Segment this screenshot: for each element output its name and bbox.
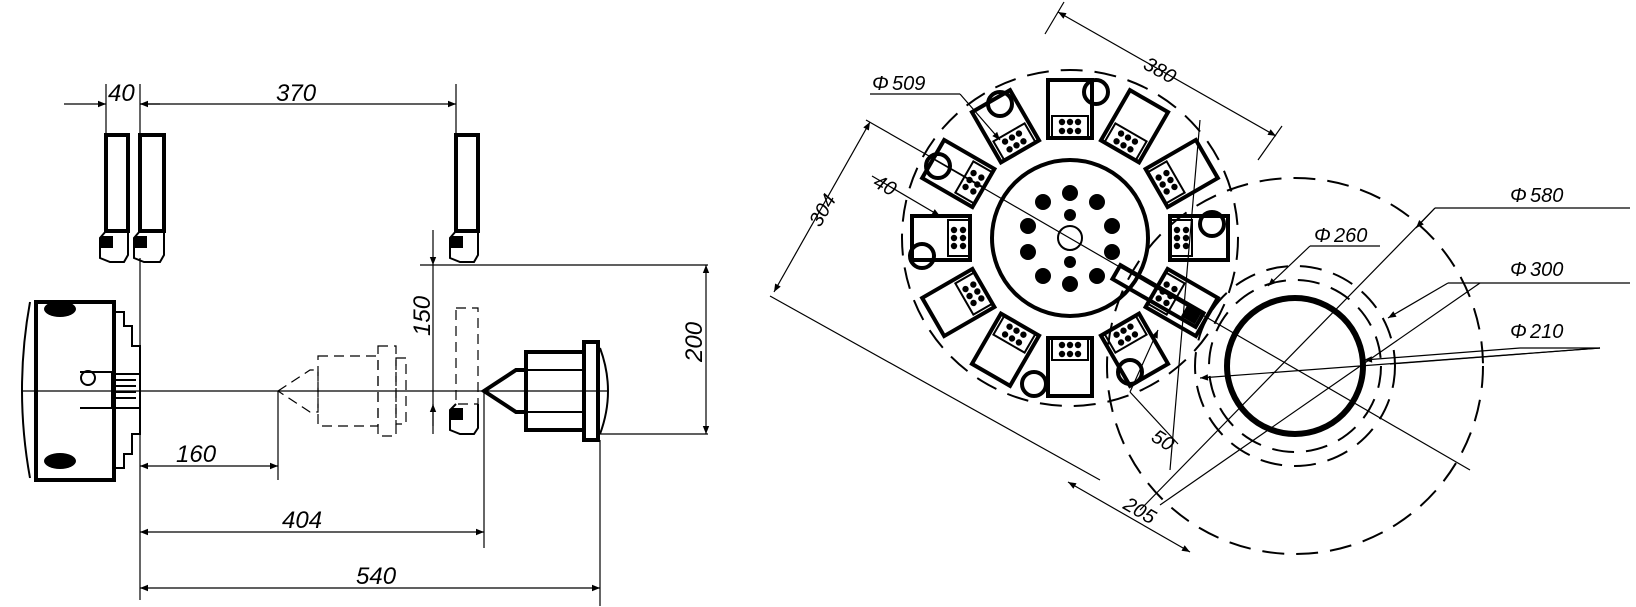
dim-509-symbol: Φ <box>872 73 889 95</box>
dim-40-turret-label: 40 <box>870 171 900 201</box>
dim-404: 404 <box>140 391 485 548</box>
circle-210 <box>1224 295 1366 437</box>
dim-580: Φ 580 <box>1415 185 1630 229</box>
dim-300-symbol: Φ <box>1510 259 1527 281</box>
side-view: 40 370 150 200 160 <box>21 80 710 606</box>
dim-540-label: 540 <box>356 563 397 590</box>
dim-210-label: 210 <box>1529 321 1563 343</box>
dim-40-label: 40 <box>108 80 135 107</box>
dim-300: Φ 300 <box>1387 259 1630 319</box>
circle-260 <box>1208 279 1382 453</box>
dim-210: Φ 210 <box>1363 321 1600 363</box>
turret-view: Φ 509 380 304 40 50 <box>769 1 1630 555</box>
dim-380-label: 380 <box>1140 53 1180 88</box>
tailstock <box>480 340 609 442</box>
tool-holder-3 <box>449 133 480 263</box>
dim-370-label: 370 <box>276 80 317 107</box>
dim-160: 160 <box>139 258 279 600</box>
tool-holder-2 <box>133 133 166 263</box>
ghost-tool-holder <box>449 307 479 435</box>
dim-509: Φ 509 <box>870 73 1001 141</box>
circle-580 <box>1106 177 1484 555</box>
dim-509-label: 509 <box>892 73 925 95</box>
dim-160-label: 160 <box>176 441 217 468</box>
dim-260: Φ 260 <box>1267 225 1380 287</box>
tool-holder-1 <box>99 133 130 263</box>
dim-540: 540 <box>140 440 601 606</box>
turret-hub <box>990 158 1150 318</box>
dim-260-symbol: Φ <box>1314 225 1331 247</box>
dim-304: 304 <box>769 119 1101 481</box>
hub-holes <box>1020 185 1120 292</box>
dim-580-label: 580 <box>1530 185 1563 207</box>
dim-300-label: 300 <box>1530 259 1563 281</box>
dim-200: 200 <box>598 265 710 435</box>
ghost-tailstock <box>276 345 407 437</box>
dim-205: 205 <box>1067 481 1191 553</box>
dim-370: 370 <box>140 80 457 135</box>
dim-205-label: 205 <box>1119 493 1161 530</box>
dim-580-symbol: Φ <box>1510 185 1527 207</box>
circle-300 <box>1194 265 1396 467</box>
dim-150: 150 <box>409 230 708 434</box>
dim-404-label: 404 <box>282 507 322 534</box>
dim-210-symbol: Φ <box>1510 321 1527 343</box>
dim-200-label: 200 <box>681 321 708 363</box>
dim-40-side: 40 <box>64 80 160 135</box>
dim-260-label: 260 <box>1333 225 1367 247</box>
dim-150-label: 150 <box>409 295 436 336</box>
dim-50: 50 <box>1129 329 1179 456</box>
dim-304-label: 304 <box>805 191 841 231</box>
